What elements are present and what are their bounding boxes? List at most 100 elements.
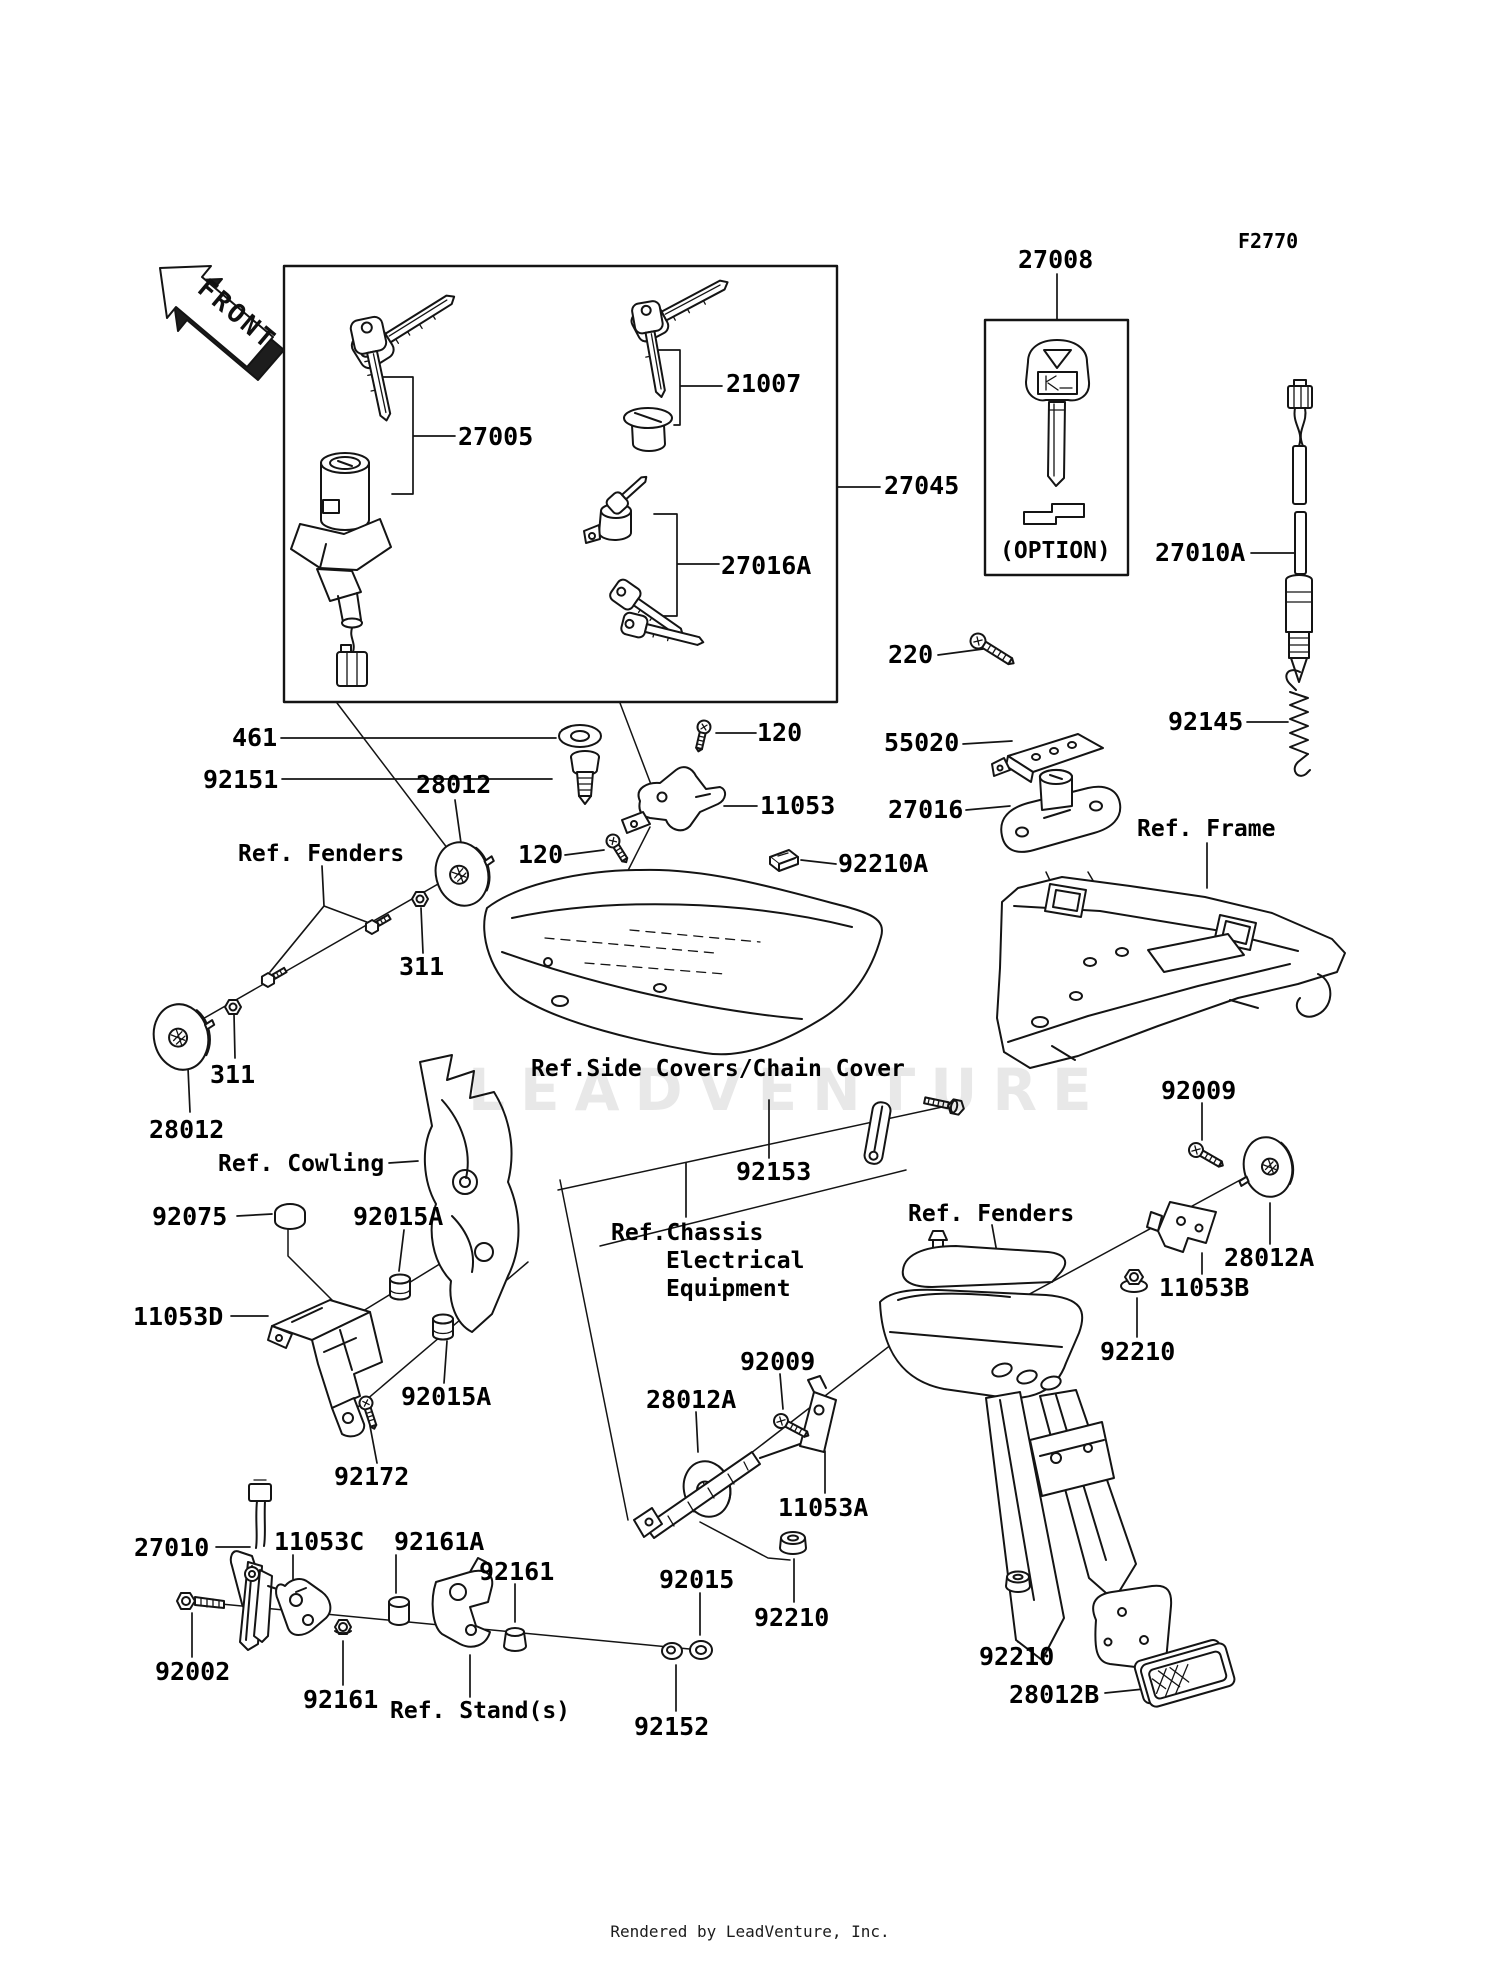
screw-120-lower-drawing bbox=[605, 833, 629, 864]
part-label-220: 220 bbox=[888, 640, 933, 669]
side-cover-drawing bbox=[483, 868, 883, 1056]
frame-drawing bbox=[996, 876, 1346, 1069]
bracket-11053-drawing bbox=[621, 766, 726, 834]
cowling-drawing bbox=[419, 1054, 520, 1333]
part-label-311-upper: 311 bbox=[399, 952, 444, 981]
washer-461-drawing bbox=[558, 724, 602, 748]
part-label-92009-right: 92009 bbox=[1161, 1076, 1236, 1105]
part-label-92210-right: 92210 bbox=[1100, 1337, 1175, 1366]
reflector-chain-left bbox=[224, 891, 429, 1015]
washer-92015-drawing bbox=[689, 1640, 713, 1660]
part-label-92161-lower: 92161 bbox=[303, 1685, 378, 1714]
part-label-27045: 27045 bbox=[884, 471, 959, 500]
part-label-11053a: 11053A bbox=[778, 1493, 868, 1522]
part-label-figure-code: F2770 bbox=[1238, 229, 1298, 253]
rear-fender-right-drawing bbox=[879, 1230, 1084, 1399]
band-92153-drawing bbox=[863, 1101, 892, 1165]
part-label-311-lower: 311 bbox=[210, 1060, 255, 1089]
part-label-92161-upper: 92161 bbox=[479, 1557, 554, 1586]
part-label-21007: 21007 bbox=[726, 369, 801, 398]
part-label-ref-chassis-line2: Electrical bbox=[666, 1248, 804, 1274]
license-bracket-drawing bbox=[1092, 1584, 1173, 1670]
part-label-92210-center: 92210 bbox=[754, 1603, 829, 1632]
part-label-28012a-right: 28012A bbox=[1224, 1243, 1314, 1272]
bracket-11053d-drawing bbox=[267, 1299, 383, 1438]
part-label-120-upper: 120 bbox=[757, 718, 802, 747]
part-label-28012a-center: 28012A bbox=[646, 1385, 736, 1414]
part-label-ref-frame: Ref. Frame bbox=[1137, 816, 1275, 842]
keys-27005-drawing bbox=[349, 294, 456, 422]
stand-bracket-drawing bbox=[431, 1557, 494, 1648]
bolt-92002-drawing bbox=[176, 1592, 225, 1610]
part-label-92002: 92002 bbox=[155, 1657, 230, 1686]
part-label-92161a: 92161A bbox=[394, 1527, 484, 1556]
bushing-92015a-lower-drawing bbox=[432, 1313, 454, 1341]
plate-11053c-drawing bbox=[275, 1578, 332, 1636]
part-label-ref-chassis-line1: Ref.Chassis bbox=[611, 1220, 763, 1246]
part-label-28012-lower: 28012 bbox=[149, 1115, 224, 1144]
part-label-27016: 27016 bbox=[888, 795, 963, 824]
part-label-461: 461 bbox=[232, 723, 277, 752]
part-label-27005: 27005 bbox=[458, 422, 533, 451]
part-label-28012-upper: 28012 bbox=[416, 770, 491, 799]
screw-220-drawing bbox=[969, 632, 1015, 666]
grommet-92210-bottom-drawing bbox=[1005, 1570, 1031, 1593]
front-arrow: FRONT bbox=[159, 265, 285, 381]
magnetic-switch-27010a-drawing bbox=[1285, 379, 1313, 683]
part-label-92210-bottom: 92210 bbox=[979, 1642, 1054, 1671]
fender-extension-drawing bbox=[985, 1389, 1137, 1661]
lock-body-27016-drawing bbox=[1000, 768, 1122, 853]
collar-92161a-drawing bbox=[388, 1596, 410, 1626]
cap-92075-drawing bbox=[274, 1203, 306, 1230]
seat-lock-drawing bbox=[583, 475, 705, 646]
part-label-ref-cowling: Ref. Cowling bbox=[218, 1151, 384, 1177]
part-label-92210a: 92210A bbox=[838, 849, 928, 878]
part-label-92145: 92145 bbox=[1168, 707, 1243, 736]
sidestand-switch-27010-drawing bbox=[229, 1479, 288, 1651]
reflector-28012-lower-drawing bbox=[152, 1003, 216, 1071]
bushing-92015a-upper-drawing bbox=[389, 1273, 411, 1301]
screw-120-upper-drawing bbox=[695, 719, 712, 753]
part-label-11053d: 11053D bbox=[133, 1302, 223, 1331]
part-label-55020: 55020 bbox=[884, 728, 959, 757]
screw-92151-drawing bbox=[570, 750, 600, 805]
screw-92172-drawing bbox=[358, 1395, 378, 1430]
part-label-11053b: 11053B bbox=[1159, 1273, 1249, 1302]
part-label-ref-stands: Ref. Stand(s) bbox=[390, 1698, 570, 1724]
part-label-option: (OPTION) bbox=[1000, 538, 1111, 564]
fuel-cap-drawing bbox=[623, 407, 673, 452]
part-label-ref-fenders-left: Ref. Fenders bbox=[238, 841, 404, 867]
part-label-92015: 92015 bbox=[659, 1565, 734, 1594]
part-label-92015a-lower: 92015A bbox=[401, 1382, 491, 1411]
rod-11053a-drawing bbox=[633, 1375, 837, 1539]
group-box-27008 bbox=[983, 318, 1130, 577]
reflector-28012b-drawing bbox=[1133, 1638, 1236, 1708]
washer-92152-drawing bbox=[661, 1642, 683, 1660]
part-label-28012b: 28012B bbox=[1009, 1680, 1099, 1709]
group-box-27045 bbox=[282, 264, 839, 704]
nut-92161-lower-drawing bbox=[334, 1619, 352, 1635]
part-label-92151: 92151 bbox=[203, 765, 278, 794]
spring-92145-drawing bbox=[1285, 669, 1311, 777]
damper-92161-upper-drawing bbox=[503, 1627, 527, 1652]
part-label-11053c: 11053C bbox=[274, 1527, 364, 1556]
leader-lines bbox=[187, 273, 1307, 1712]
part-label-92153: 92153 bbox=[736, 1157, 811, 1186]
part-label-11053: 11053 bbox=[760, 791, 835, 820]
part-label-92009-center: 92009 bbox=[740, 1347, 815, 1376]
bolt-92153-drawing bbox=[923, 1096, 965, 1116]
bracket-55020-drawing bbox=[991, 733, 1104, 783]
screw-92009-right-drawing bbox=[1188, 1142, 1224, 1168]
keys-21007-drawing bbox=[630, 279, 729, 398]
part-label-ref-side-covers: Ref.Side Covers/Chain Cover bbox=[531, 1056, 905, 1082]
part-label-92152: 92152 bbox=[634, 1712, 709, 1741]
part-label-27010: 27010 bbox=[134, 1533, 209, 1562]
part-label-92015a-upper: 92015A bbox=[353, 1202, 443, 1231]
part-label-120-lower: 120 bbox=[518, 840, 563, 869]
nut-92210-right-drawing bbox=[1120, 1269, 1148, 1293]
part-label-ref-fenders-right: Ref. Fenders bbox=[908, 1201, 1074, 1227]
part-label-27010a: 27010A bbox=[1155, 538, 1245, 567]
